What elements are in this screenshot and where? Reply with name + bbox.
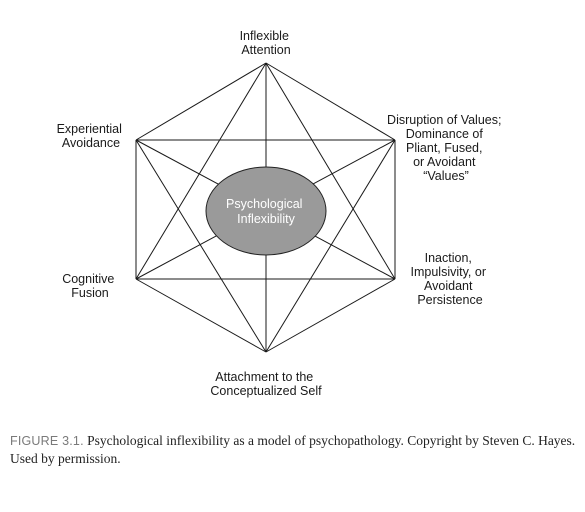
center-label-line-2: Inflexibility [237, 212, 295, 226]
diagram-edge [265, 62, 396, 280]
node-label-line: Persistence [417, 293, 482, 307]
diagram-edge [265, 278, 396, 353]
diagram-edge [135, 62, 267, 141]
node-label-line: Disruption of Values; [387, 113, 501, 127]
node-label-line: Inaction, [425, 251, 472, 265]
node-label-line: Attachment to the [215, 370, 313, 384]
node-label-line: Cognitive [62, 272, 114, 286]
node-label-line: Avoidant [424, 279, 473, 293]
node-label-line: Impulsivity, or [411, 265, 486, 279]
center-ellipse [205, 166, 327, 256]
diagram-edge [135, 278, 267, 353]
node-label-inaction: Inaction, Impulsivity, or Avoidant Persi… [411, 251, 490, 307]
node-label-line: Attention [241, 43, 290, 57]
diagram-edge [265, 139, 396, 353]
node-label-line: or Avoidant [413, 155, 476, 169]
diagram-edge [265, 62, 396, 141]
node-label-line: Conceptualized Self [210, 384, 322, 398]
diagram-edge [135, 62, 267, 280]
node-label-line: Fusion [71, 286, 109, 300]
node-label-attachment-to-self: Attachment to the Conceptualized Self [210, 370, 322, 398]
node-label-disruption-of-values: Disruption of Values; Dominance of Plian… [387, 113, 505, 183]
node-label-line: Experiential [57, 122, 122, 136]
node-label-line: “Values” [423, 169, 469, 183]
node-label-line: Dominance of [406, 127, 484, 141]
node-label-line: Avoidance [62, 136, 120, 150]
figure-number: FIGURE 3.1. [10, 434, 84, 448]
center-label: Psychological Inflexibility [226, 197, 306, 226]
diagram-edge [135, 139, 267, 353]
center-label-line-1: Psychological [226, 197, 302, 211]
node-label-cognitive-fusion: Cognitive Fusion [62, 272, 118, 300]
figure-caption: FIGURE 3.1. Psychological inflexibility … [10, 432, 578, 468]
node-label-experiential-avoidance: Experiential Avoidance [57, 122, 126, 150]
node-label-line: Inflexible [240, 29, 289, 43]
node-label-inflexible-attention: Inflexible Attention [240, 29, 293, 57]
figure-caption-text: Psychological inflexibility as a model o… [10, 433, 576, 466]
diagram-edges [135, 62, 396, 353]
node-label-line: Pliant, Fused, [406, 141, 482, 155]
